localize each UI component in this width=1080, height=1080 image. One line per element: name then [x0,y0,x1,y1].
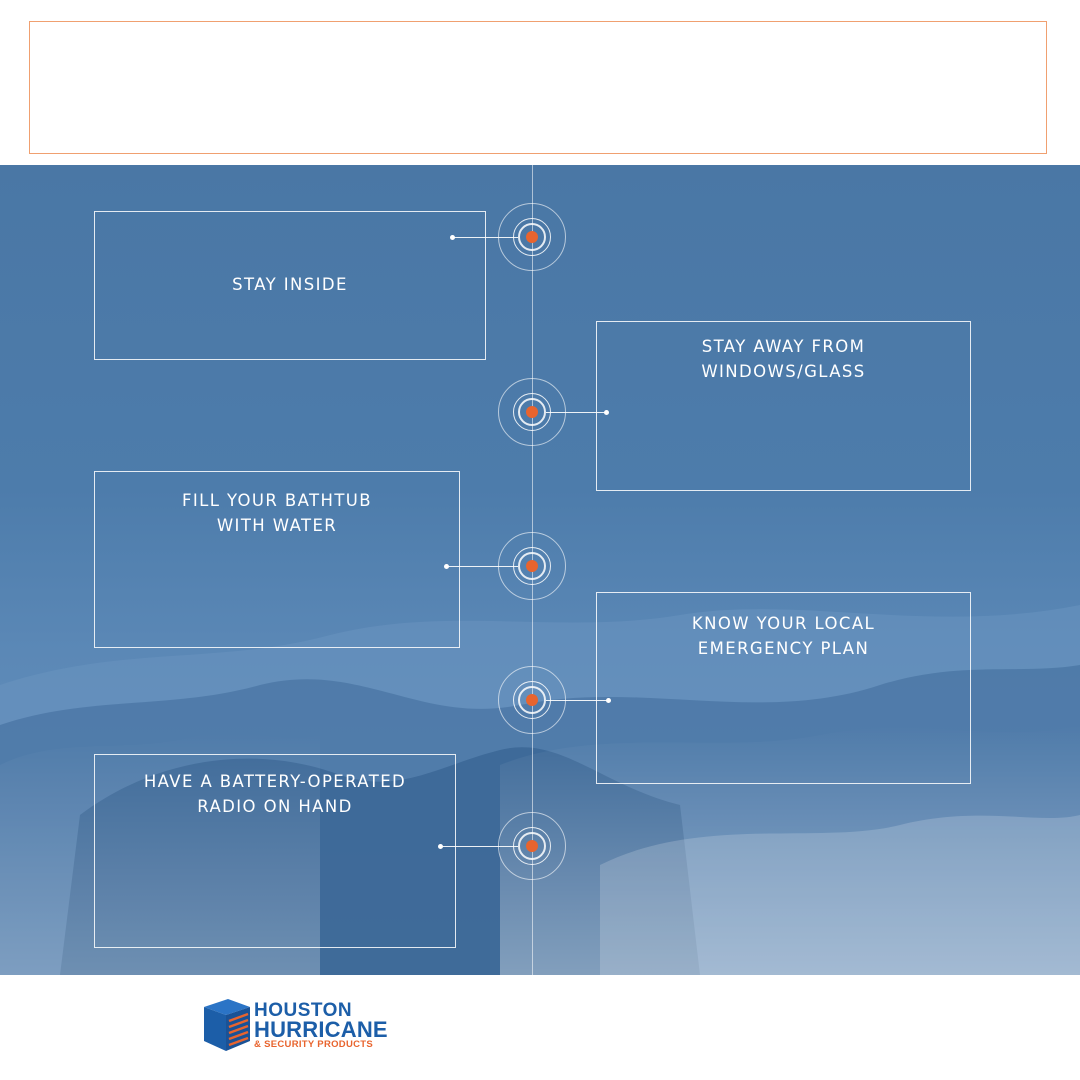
timeline-node-5 [498,812,566,880]
connector-dot [444,564,449,569]
connector-dot [606,698,611,703]
timeline-card-5: HAVE A BATTERY-OPERATED RADIO ON HAND [94,754,456,948]
connector-line [440,846,518,847]
connector-dot [604,410,609,415]
timeline-node-2 [498,378,566,446]
building-logo-icon [204,999,250,1051]
node-marker-icon [526,694,538,706]
node-marker-icon [526,840,538,852]
node-marker-icon [526,406,538,418]
timeline-card-title: KNOW YOUR LOCAL EMERGENCY PLAN [691,614,876,658]
timeline-node-1 [498,203,566,271]
timeline-node-4 [498,666,566,734]
header-box [29,21,1047,154]
timeline-card-title: STAY INSIDE [232,275,348,294]
connector-dot [450,235,455,240]
connector-dot [438,844,443,849]
timeline-card-4: KNOW YOUR LOCAL EMERGENCY PLAN [596,592,971,784]
timeline-node-3 [498,532,566,600]
ocean-waves-background [0,605,1080,975]
logo-text-houston: HOUSTON [254,1000,353,1021]
timeline-card-title: FILL YOUR BATHTUB WITH WATER [181,491,373,535]
logo-text-security-products: & SECURITY PRODUCTS [254,1039,374,1050]
timeline-card-title: HAVE A BATTERY-OPERATED RADIO ON HAND [143,772,407,816]
node-marker-icon [526,231,538,243]
timeline-card-title: STAY AWAY FROM WINDOWS/GLASS [701,337,866,381]
node-marker-icon [526,560,538,572]
connector-line [446,566,518,567]
timeline-card-2: STAY AWAY FROM WINDOWS/GLASS [596,321,971,491]
timeline-card-3: FILL YOUR BATHTUB WITH WATER [94,471,460,648]
connector-line [546,700,608,701]
timeline-section: STAY INSIDE STAY AWAY FROM WINDOWS/GLASS… [0,165,1080,975]
connector-line [546,412,606,413]
company-logo[interactable]: HOUSTON HURRICANE & SECURITY PRODUCTS [202,997,412,1053]
footer: HOUSTON HURRICANE & SECURITY PRODUCTS [0,975,1080,1080]
logo-text-hurricane: HURRICANE [254,1017,388,1042]
timeline-card-1: STAY INSIDE [94,211,486,360]
connector-line [452,237,518,238]
